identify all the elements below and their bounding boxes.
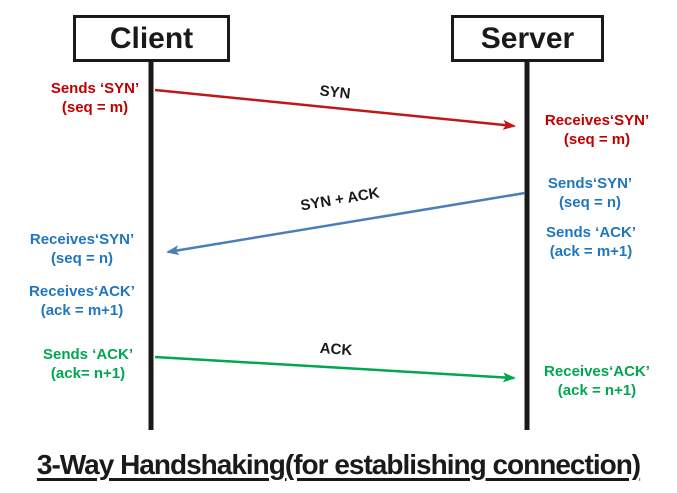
syn-arrow bbox=[154, 88, 516, 130]
client-sends-syn-annotation: Sends ‘SYN’ (seq = m) bbox=[35, 79, 155, 117]
annotation-line: (seq = m) bbox=[61, 99, 129, 116]
annotation-line: Sends ‘SYN’ bbox=[50, 80, 140, 97]
annotation-line: Receives‘ACK’ bbox=[29, 283, 135, 300]
annotation-line: (ack= n+1) bbox=[50, 365, 126, 382]
annotation-line: (seq = n) bbox=[558, 194, 622, 211]
client-sends-ack-annotation: Sends ‘ACK’ (ack= n+1) bbox=[28, 345, 148, 383]
client-receives-ack-annotation: Receives‘ACK’ (ack = m+1) bbox=[22, 282, 142, 320]
annotation-line: (ack = n+1) bbox=[557, 382, 637, 399]
client-receives-syn-annotation: Receives‘SYN’ (seq = n) bbox=[22, 230, 142, 268]
annotation-line: (seq = n) bbox=[50, 250, 114, 267]
annotation-line: Sends‘SYN’ bbox=[547, 175, 633, 192]
server-sends-ack-annotation: Sends ‘ACK’ (ack = m+1) bbox=[530, 223, 652, 261]
ack-message-label: ACK bbox=[319, 339, 353, 360]
diagram-title: 3-Way Handshaking(for establishing conne… bbox=[36, 449, 641, 480]
annotation-line: Receives‘ACK’ bbox=[544, 363, 650, 380]
client-actor-label: Client bbox=[109, 21, 194, 55]
annotation-line: (ack = m+1) bbox=[549, 243, 633, 260]
server-sends-syn-annotation: Sends‘SYN’ (seq = n) bbox=[530, 174, 650, 212]
annotation-line: Receives‘SYN’ bbox=[29, 231, 135, 248]
annotation-line: Receives‘SYN’ bbox=[544, 112, 650, 129]
server-receives-syn-annotation: Receives‘SYN’ (seq = m) bbox=[537, 111, 657, 149]
ack-arrow bbox=[154, 355, 516, 383]
annotation-line: Sends ‘ACK’ bbox=[545, 224, 636, 241]
client-actor-box: Client bbox=[73, 15, 230, 62]
server-receives-ack-annotation: Receives‘ACK’ (ack = n+1) bbox=[537, 362, 657, 400]
annotation-line: (ack = m+1) bbox=[40, 302, 124, 319]
server-actor-label: Server bbox=[480, 21, 575, 55]
syn-ack-arrow bbox=[166, 191, 526, 256]
annotation-line: Sends ‘ACK’ bbox=[42, 346, 133, 363]
server-actor-box: Server bbox=[451, 15, 604, 62]
annotation-line: (seq = m) bbox=[563, 131, 631, 148]
